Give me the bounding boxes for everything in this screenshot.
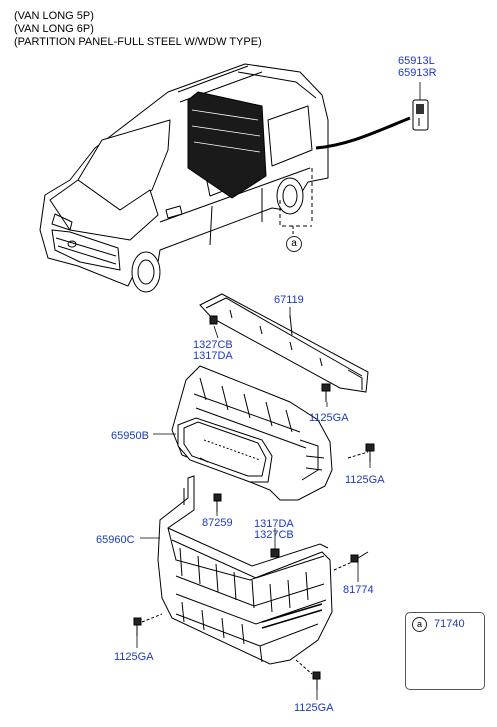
bolt-1125ga-2	[347, 443, 375, 462]
label-65913r: 65913R	[398, 67, 437, 79]
label-81774: 81774	[343, 584, 374, 596]
label-87259: 87259	[202, 517, 233, 529]
bolt-1125ga-1	[321, 383, 331, 402]
legend-box: a 71740	[405, 612, 485, 690]
bolt-1125ga-3	[133, 613, 163, 636]
part-65960c-panel	[157, 475, 333, 665]
label-1327cb-mid: 1327CB	[254, 529, 294, 541]
label-1317da-mid: 1317DA	[254, 518, 294, 530]
clip-87259	[213, 493, 222, 512]
bolt-1327cb-top	[209, 315, 218, 325]
label-1125ga-2: 1125GA	[345, 474, 385, 486]
bolt-1317da-mid	[270, 548, 280, 558]
label-1317da-top: 1317DA	[193, 350, 233, 362]
van-illustration	[39, 63, 329, 293]
bolt-81774	[333, 551, 369, 571]
part-65913	[315, 99, 429, 150]
bolt-1125ga-4	[295, 659, 321, 690]
header-line-2: (VAN LONG 6P)	[14, 23, 94, 35]
label-1125ga-4: 1125GA	[294, 702, 334, 714]
label-1327cb-top: 1327CB	[193, 339, 233, 351]
legend-part-number: 71740	[434, 618, 465, 630]
label-1125ga-1: 1125GA	[309, 412, 349, 424]
leader-lines	[136, 82, 421, 700]
header-line-1: (VAN LONG 5P)	[14, 10, 94, 22]
legend-mark-a: a	[412, 617, 427, 632]
label-65913l: 65913L	[398, 55, 435, 67]
label-67119: 67119	[274, 294, 304, 306]
label-65950b: 65950B	[111, 430, 149, 442]
callout-a: a	[286, 236, 302, 252]
label-65960c: 65960C	[96, 534, 135, 546]
part-65950b-panel	[171, 365, 333, 501]
label-1125ga-3: 1125GA	[114, 651, 154, 663]
header-line-3: (PARTITION PANEL-FULL STEEL W/WDW TYPE)	[14, 36, 262, 48]
